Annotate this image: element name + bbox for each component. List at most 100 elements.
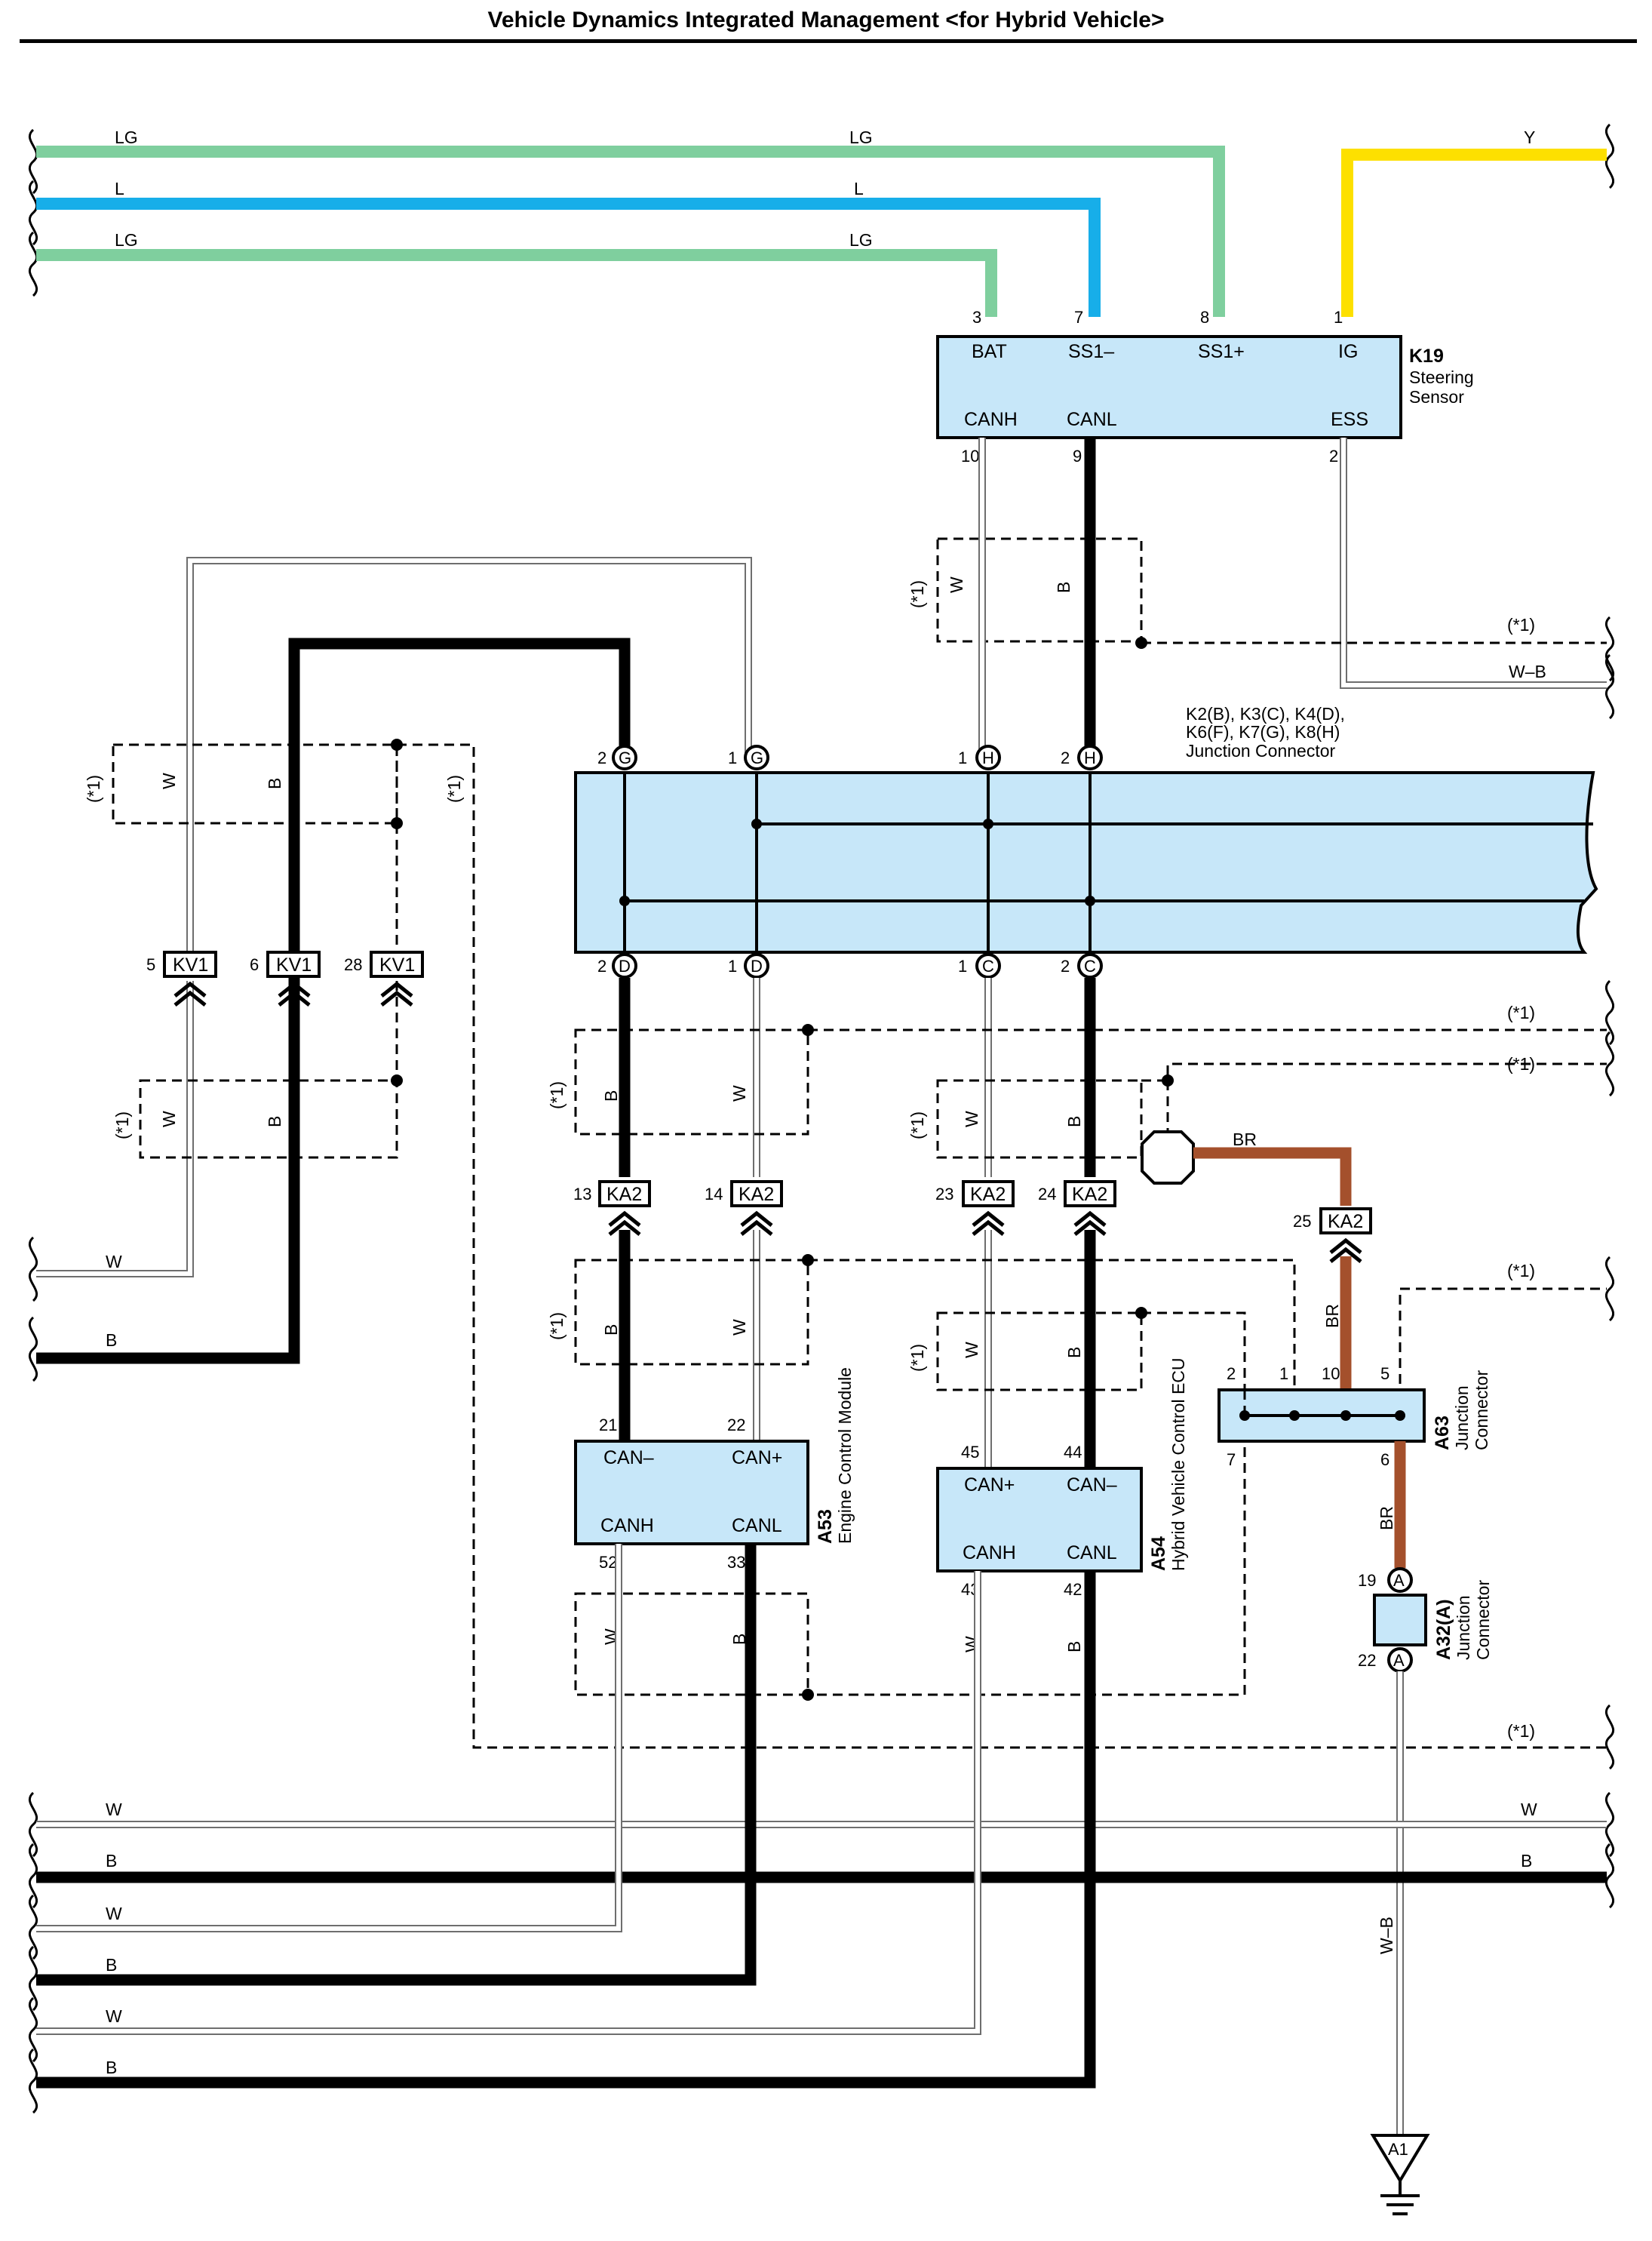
kv1-pin-6: 6	[250, 955, 259, 974]
a63-pin-6: 6	[1380, 1450, 1389, 1469]
note-label-2: (*1)	[1507, 1003, 1535, 1022]
wire-label-br-2: BR	[1322, 1304, 1342, 1328]
a63-line2: Connector	[1472, 1370, 1491, 1450]
a32-pin-19: 19	[1358, 1571, 1376, 1590]
pin-h-1: H	[982, 749, 994, 767]
k19-ss1-plus: SS1+	[1198, 341, 1245, 362]
ka2-label-25: KA2	[1328, 1211, 1363, 1232]
a63-pin-7: 7	[1227, 1450, 1236, 1469]
k19-pin-7: 7	[1074, 308, 1083, 327]
wire-label-lg-1: LG	[115, 128, 138, 147]
k19-pin-2: 2	[1329, 447, 1338, 466]
a32-line2: Connector	[1473, 1580, 1493, 1660]
a54-hybrid-vehicle-control-ecu: 45 44 CAN+ CAN– CANH CANL 43 42 A54 Hybr…	[936, 1357, 1188, 1599]
ka2-connector-13: KA2 13	[573, 1180, 651, 1234]
wire-b-a54-canl	[36, 1571, 1096, 2089]
shield-label-b-8: B	[729, 1634, 749, 1645]
a53-engine-control-module: 21 22 CAN– CAN+ CANH CANL 52 33 A53 Engi…	[574, 1367, 855, 1572]
shield-note-7: (*1)	[547, 1312, 567, 1340]
pin-g-2-num: 2	[597, 749, 606, 767]
bus-label-b-1: B	[106, 1851, 117, 1871]
pin-d-1-num: 1	[728, 957, 737, 976]
a32-code: A32(A)	[1433, 1599, 1454, 1660]
a32-junction-connector: A 19 A 22 A32(A) Junction Connector	[1358, 1567, 1493, 1673]
pin-g-2: G	[619, 749, 631, 767]
bus-label-w-3: W	[106, 2006, 122, 2026]
k19-canl: CANL	[1067, 409, 1117, 430]
ka2-pin-24: 24	[1038, 1185, 1056, 1204]
a53-can-minus: CAN–	[603, 1447, 654, 1468]
k19-pin-1: 1	[1334, 308, 1343, 327]
shield-label-w-3: W	[159, 1111, 179, 1127]
a32-pin-bottom: A	[1393, 1651, 1405, 1670]
wire-b-a53-canl	[36, 1544, 757, 1986]
pin-c-1: C	[982, 957, 994, 976]
a53-pin-33: 33	[727, 1553, 745, 1572]
shield-label-b-7: B	[1064, 1347, 1084, 1358]
shield-note-4: (*1)	[112, 1111, 132, 1139]
shield-a54-top	[936, 1311, 1143, 1391]
kv1-label-28: KV1	[379, 954, 415, 976]
shield-label-b-5: B	[1064, 1116, 1084, 1127]
shield-c	[936, 1079, 1143, 1159]
shield-splice	[1141, 1130, 1195, 1185]
a53-code: A53	[815, 1509, 836, 1544]
pin-g-1-num: 1	[728, 749, 737, 767]
wire-w-left-loop	[186, 557, 752, 957]
a63-pin-5: 5	[1380, 1364, 1389, 1383]
junction-line3: Junction Connector	[1186, 741, 1336, 761]
bus-label-w-2: W	[106, 1904, 122, 1923]
a54-pin-42: 42	[1064, 1580, 1082, 1599]
shield-label-w-6: W	[729, 1319, 749, 1336]
wire-label-b-left: B	[106, 1330, 117, 1350]
a63-junction-connector: 2 1 10 5 7 6 A63 Junction Connector	[1218, 1364, 1491, 1469]
a54-canl: CANL	[1067, 1542, 1117, 1563]
wire-br-splice	[1193, 1147, 1352, 1206]
ground-a1: A1	[1370, 2134, 1430, 2215]
bus-label-b-3: B	[106, 2058, 117, 2077]
bus-label-w-1: W	[106, 1800, 122, 1819]
wire-b-left-loop	[36, 638, 631, 1364]
wire-label-lg-4: LG	[849, 230, 873, 250]
kv1-pin-28: 28	[344, 955, 362, 974]
shield-label-w-1: W	[947, 576, 966, 593]
shield-note-1: (*1)	[907, 580, 927, 608]
wire-label-y: Y	[1524, 128, 1535, 147]
junction-pins-top: G 2 G 1 H 1 H 2	[597, 745, 1103, 770]
pin-h-1-num: 1	[958, 749, 967, 767]
a54-canh: CANH	[963, 1542, 1016, 1563]
note-label-4: (*1)	[1507, 1261, 1535, 1280]
shield-note-3: (*1)	[444, 775, 464, 803]
k19-pin-3: 3	[972, 308, 981, 327]
note-label-bottom: (*1)	[1507, 1721, 1535, 1741]
k19-steering-sensor: 3 7 8 1 BAT SS1– SS1+ IG CANH CANL ESS 1…	[936, 308, 1474, 466]
shield-note-5: (*1)	[547, 1081, 567, 1109]
shield-a53-bottom	[574, 1592, 809, 1696]
note-label-3: (*1)	[1507, 1054, 1535, 1074]
shield-label-w-5: W	[962, 1111, 981, 1127]
k19-ss1-minus: SS1–	[1068, 341, 1114, 362]
bus-label-b-1r: B	[1521, 1851, 1532, 1871]
a63-pin-1: 1	[1279, 1364, 1288, 1383]
a53-pin-22: 22	[727, 1416, 745, 1434]
junction-line1: K2(B), K3(C), K4(D),	[1186, 704, 1345, 724]
a63-pin-2: 2	[1227, 1364, 1236, 1383]
wire-y	[1341, 149, 1607, 317]
shield-label-b-6: B	[601, 1324, 621, 1336]
ka2-label-13: KA2	[606, 1184, 642, 1205]
shield-label-w-7: W	[962, 1342, 981, 1358]
junction-pins-bottom: D 2 D 1 C 1 C 2	[597, 953, 1103, 979]
wire-l	[36, 198, 1101, 317]
bus-label-b-2: B	[106, 1955, 117, 1975]
a63-pin-10: 10	[1322, 1364, 1340, 1383]
ground-label: A1	[1388, 2140, 1408, 2159]
a54-code: A54	[1148, 1536, 1169, 1571]
kv1-label-5: KV1	[173, 954, 208, 976]
kv1-connector-28: KV1 28	[344, 951, 424, 1005]
wire-w-a53-canh	[36, 1544, 622, 1932]
k19-name-line1: Steering	[1409, 367, 1474, 387]
k19-canh: CANH	[964, 409, 1018, 430]
pin-c-2: C	[1084, 957, 1096, 976]
shield-left-upper	[112, 743, 398, 825]
shield-label-w-2: W	[159, 773, 179, 789]
